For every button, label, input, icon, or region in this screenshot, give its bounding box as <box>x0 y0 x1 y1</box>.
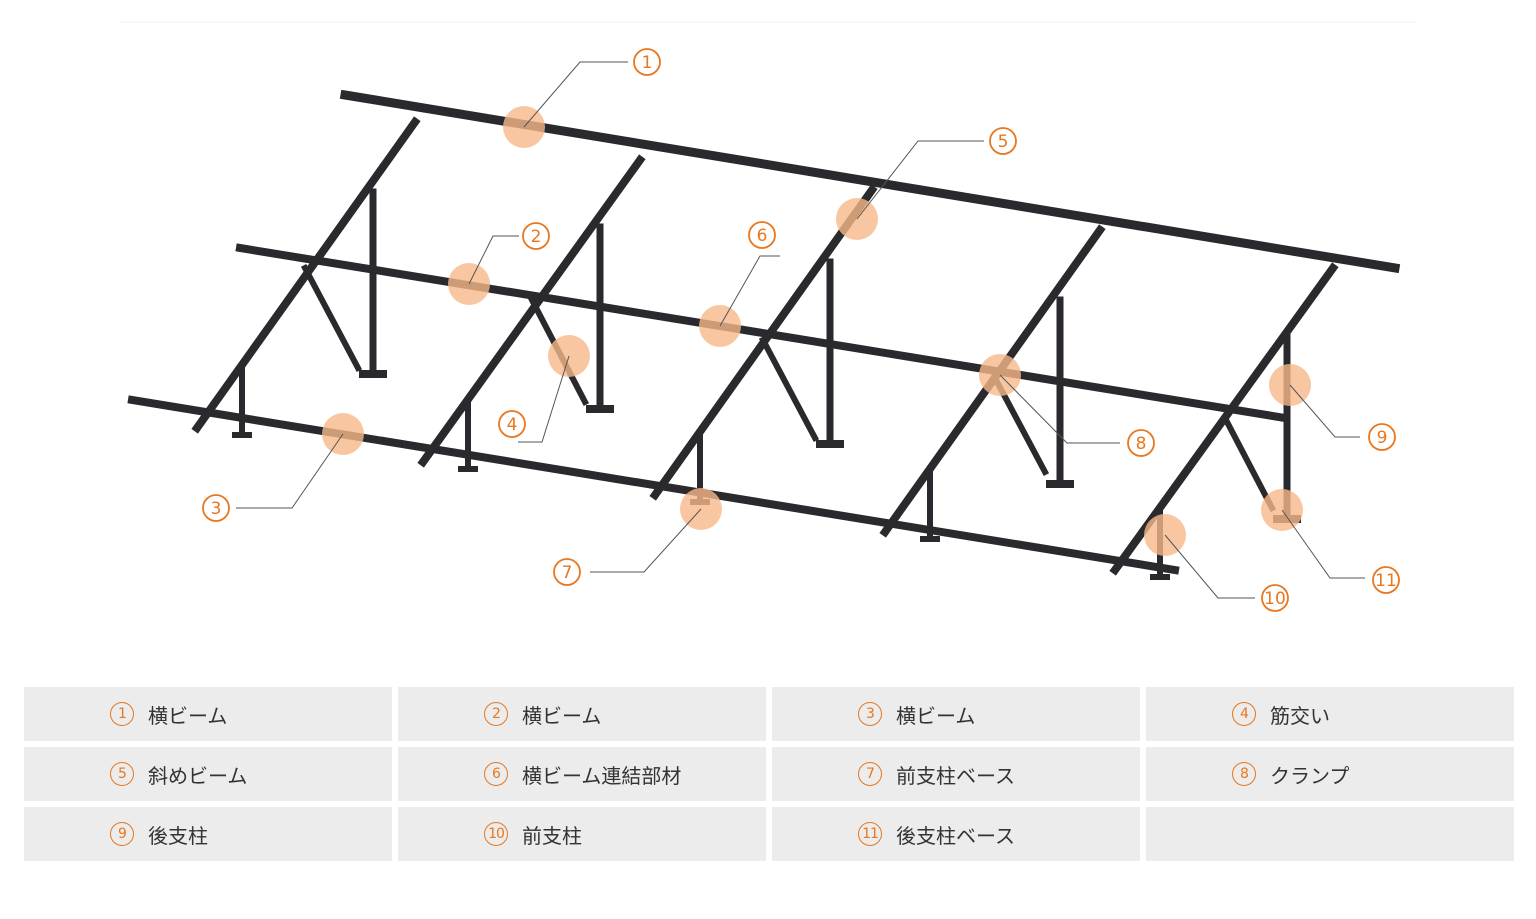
callout-badge-5: 5 <box>989 127 1017 155</box>
callout-circle-5 <box>989 127 1017 155</box>
legend-label-5: 斜めビーム <box>148 763 248 788</box>
callout-badge-10: 10 <box>1261 584 1289 612</box>
leader-6 <box>719 255 780 327</box>
callout-circle-7 <box>553 558 581 586</box>
callout-badge-7: 7 <box>553 558 581 586</box>
callout-circle-2 <box>522 222 550 250</box>
leader-8 <box>999 374 1120 444</box>
callout-number-3: 3 <box>211 499 222 519</box>
callout-number-9: 9 <box>1377 428 1388 448</box>
callout-circle-9 <box>1368 423 1396 451</box>
rear-post-base-1 <box>359 370 387 378</box>
callout-number-6: 6 <box>757 226 768 246</box>
callout-circle-11 <box>1372 566 1400 594</box>
front-post-base-5 <box>1150 574 1170 580</box>
callout-circle-8 <box>1127 429 1155 457</box>
callout-badge-1: 1 <box>633 48 661 76</box>
legend-label-6: 横ビーム連結部材 <box>522 763 682 788</box>
legend-number-8: 8 <box>1232 762 1256 786</box>
rear-post-base-2 <box>586 405 614 413</box>
front-horizontal-beam <box>127 395 1180 575</box>
callout-number-10: 10 <box>1264 589 1286 609</box>
brace-3 <box>758 335 820 443</box>
callout-badge-6: 6 <box>748 221 776 249</box>
callout-circle-3 <box>202 494 230 522</box>
legend-number-6: 6 <box>484 762 508 786</box>
legend-item-7: 7 前支柱ベース <box>772 747 1140 801</box>
callout-badge-3: 3 <box>202 494 230 522</box>
rear-post-base-4 <box>1046 480 1074 488</box>
callout-badge-4: 4 <box>498 410 526 438</box>
leader-1 <box>523 61 628 128</box>
leader-11 <box>1281 509 1365 579</box>
legend-item-6: 6 横ビーム連結部材 <box>398 747 766 801</box>
callout-circle-10 <box>1261 584 1289 612</box>
callout-number-8: 8 <box>1136 434 1147 454</box>
legend-item-1: 1 横ビーム <box>24 687 392 741</box>
rear-post-base-3 <box>816 440 844 448</box>
legend-number-11: 11 <box>858 822 882 846</box>
legend-label-4: 筋交い <box>1270 703 1330 728</box>
callout-number-11: 11 <box>1375 571 1397 591</box>
legend-item-8: 8 クランプ <box>1146 747 1514 801</box>
legend-label-7: 前支柱ベース <box>896 763 1015 788</box>
leader-lines <box>236 61 1365 599</box>
callout-number-7: 7 <box>562 563 573 583</box>
callout-number-5: 5 <box>998 132 1009 152</box>
mounting-frame-diagram: 1 2 3 4 5 6 7 8 9 10 11 <box>120 21 1416 612</box>
legend-number-9: 9 <box>110 822 134 846</box>
highlight-markers <box>322 106 1311 556</box>
leader-10 <box>1164 534 1255 599</box>
legend-label-3: 横ビーム <box>896 703 976 728</box>
callout-badge-2: 2 <box>522 222 550 250</box>
legend-number-10: 10 <box>484 822 508 846</box>
callout-number-2: 2 <box>531 227 542 247</box>
legend-item-9: 9 後支柱 <box>24 807 392 861</box>
legend-label-9: 後支柱 <box>148 823 208 848</box>
legend-label-8: クランプ <box>1270 763 1350 788</box>
brace-5 <box>1220 413 1277 513</box>
callout-number-4: 4 <box>507 415 518 435</box>
front-post-base-2 <box>458 466 478 472</box>
leader-2 <box>468 235 519 285</box>
legend-item-5: 5 斜めビーム <box>24 747 392 801</box>
legend-number-3: 3 <box>858 702 882 726</box>
callout-circle-6 <box>748 221 776 249</box>
legend-number-7: 7 <box>858 762 882 786</box>
legend-item-10: 10 前支柱 <box>398 807 766 861</box>
leader-4 <box>518 355 570 443</box>
middle-horizontal-beam <box>235 243 1290 423</box>
callout-badge-9: 9 <box>1368 423 1396 451</box>
leader-5 <box>856 140 984 220</box>
legend-label-11: 後支柱ベース <box>896 823 1015 848</box>
callout-badge-11: 11 <box>1372 566 1400 594</box>
legend-number-4: 4 <box>1232 702 1256 726</box>
legend-number-1: 1 <box>110 702 134 726</box>
callout-circle-1 <box>633 48 661 76</box>
steel-frame <box>127 89 1401 580</box>
parts-legend: 1 横ビーム 2 横ビーム 3 横ビーム 4 筋交い 5 斜めビーム 6 横ビー… <box>24 687 1514 861</box>
legend-item-2: 2 横ビーム <box>398 687 766 741</box>
leader-9 <box>1289 384 1360 438</box>
front-post-base-1 <box>232 432 252 438</box>
callout-circle-4 <box>498 410 526 438</box>
legend-label-2: 横ビーム <box>522 703 602 728</box>
slant-beam-2 <box>417 154 646 468</box>
legend-label-1: 横ビーム <box>148 703 228 728</box>
callout-badges: 1 2 3 4 5 6 7 8 9 10 11 <box>202 48 1400 612</box>
front-post-base-4 <box>920 536 940 542</box>
legend-item-3: 3 横ビーム <box>772 687 1140 741</box>
brace-1 <box>300 263 363 373</box>
callout-number-1: 1 <box>642 53 653 73</box>
callout-badge-8: 8 <box>1127 429 1155 457</box>
legend-item-4: 4 筋交い <box>1146 687 1514 741</box>
leader-7 <box>590 508 702 573</box>
rear-horizontal-beam <box>339 89 1401 274</box>
legend-empty-cell <box>1146 807 1514 861</box>
leader-3 <box>236 433 344 509</box>
legend-number-5: 5 <box>110 762 134 786</box>
legend-label-10: 前支柱 <box>522 823 582 848</box>
legend-item-11: 11 後支柱ベース <box>772 807 1140 861</box>
legend-number-2: 2 <box>484 702 508 726</box>
